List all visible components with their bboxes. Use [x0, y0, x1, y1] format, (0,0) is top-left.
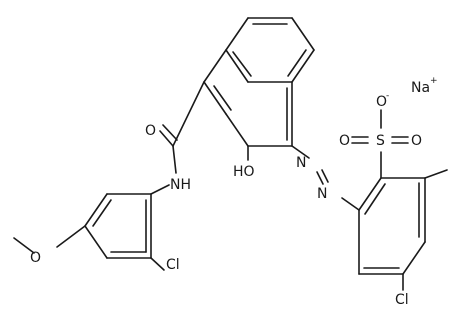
sulfonate-oxygen-top-label: O [376, 94, 387, 110]
sulfonate-oxygen-left-label: O [339, 133, 350, 149]
methoxy-oxygen-label: O [30, 250, 41, 266]
amide-oxygen-label: O [145, 123, 156, 139]
azo-n1-label: N [296, 155, 306, 171]
sulfonate-oxygen-right-label: O [411, 133, 422, 149]
sodium-charge-label: + [430, 76, 438, 86]
sulfonate-charge-label: - [386, 91, 389, 101]
sulfur-label: S [376, 133, 385, 149]
methoxy-bond [56, 225, 86, 248]
azo-n2-label: N [317, 186, 327, 202]
ring-chlorine-label: Cl [395, 292, 409, 308]
amide-nh-label: NH [170, 177, 191, 193]
naphthalene-upper-ring [225, 17, 315, 83]
chloromethoxyphenyl-ring [84, 184, 170, 259]
naphthalene-lower-ring [203, 49, 293, 147]
sulfonated-ring [358, 177, 426, 275]
aryl-chlorine-label: Cl [166, 257, 180, 273]
sulfonate-group [351, 109, 409, 179]
carboxamide-group [159, 81, 205, 174]
aryl-chlorine-bond [150, 257, 165, 271]
methyl-bond [13, 237, 35, 254]
azo-linkage [291, 145, 360, 211]
methyl-substituent-bond [424, 169, 448, 179]
sodium-label: Na [411, 80, 430, 96]
hydroxyl-label: HO [233, 164, 255, 180]
